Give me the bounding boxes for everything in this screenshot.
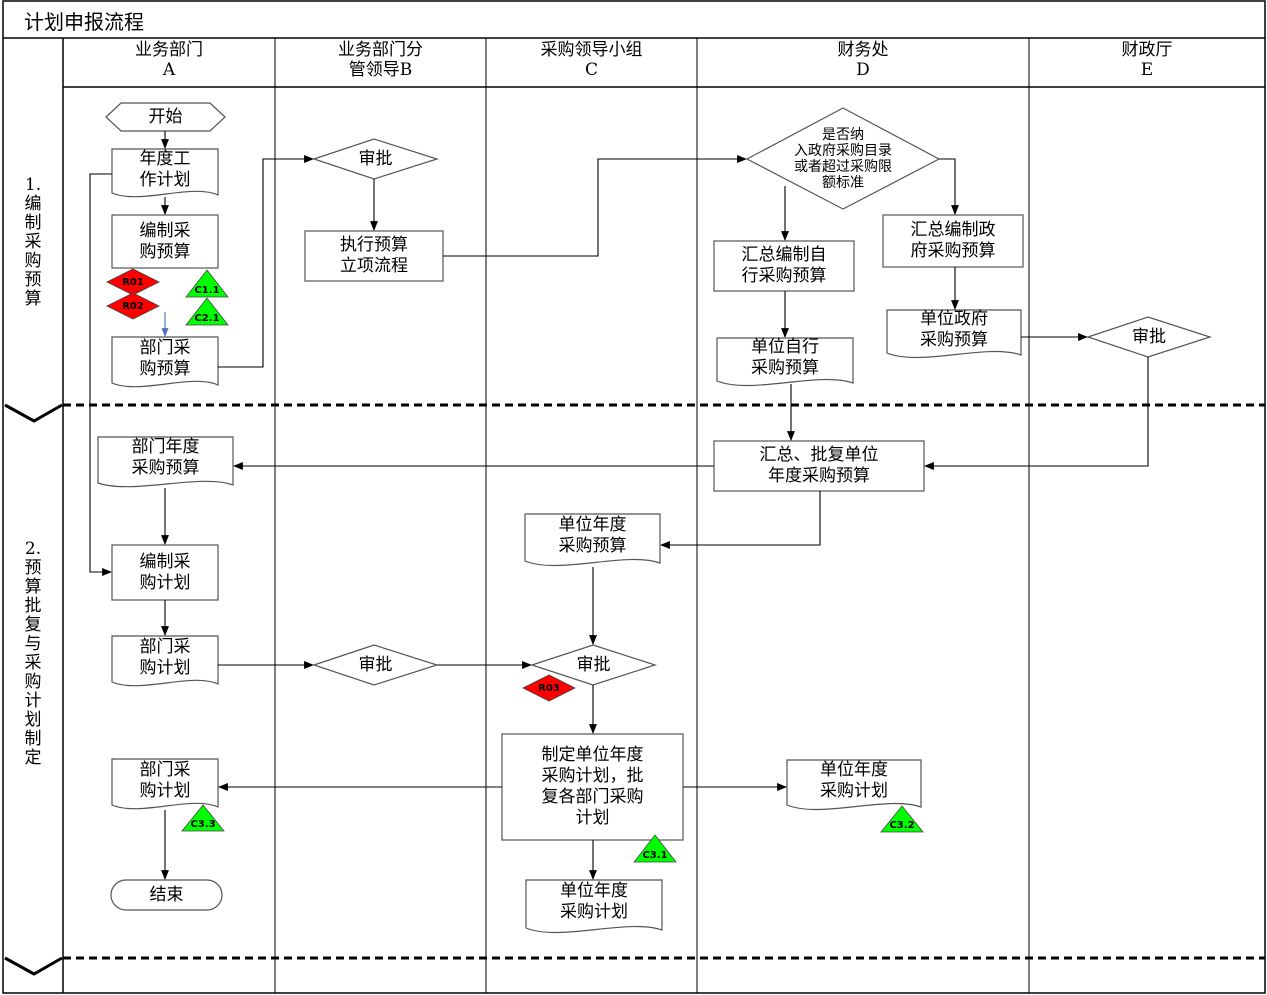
lane-a-code: A <box>162 60 176 80</box>
diamond-approve-b1 <box>312 138 439 180</box>
control-c33-triangle <box>181 804 225 832</box>
control-c31-triangle <box>633 834 677 863</box>
node-unit-annual-budget-c: 单位年度 采购预算 <box>558 515 627 556</box>
risk-r01-diamond <box>106 268 160 296</box>
start-hexagon <box>105 102 226 132</box>
lane-c-name: 采购领导小组 <box>540 40 643 60</box>
phase-label-2: 2. 预 算 批 复 与 采 购 计 划 制 定 <box>24 539 42 768</box>
risk-r03-diamond <box>522 674 576 702</box>
phase-separators <box>63 403 1265 960</box>
node-make-plan: 制定单位年度 采购计划，批 复各部门采购 计划 <box>541 745 644 828</box>
lane-header-c: 采购领导小组 C <box>486 40 697 80</box>
phase-chevrons <box>4 403 63 976</box>
phase-label-1: 1. 编 制 采 购 预 算 <box>24 175 42 309</box>
node-approve-c: 审批 <box>576 654 611 675</box>
node-decision: 是否纳 入政府采购目录 或者超过采购限 额标准 <box>794 127 892 191</box>
node-unit-self-budget: 单位自行 采购预算 <box>751 337 819 378</box>
lane-dividers <box>274 38 1030 993</box>
doc-dept-plan <box>111 635 219 687</box>
doc-unit-annual-budget-c <box>524 513 661 567</box>
control-c21-triangle <box>185 297 229 326</box>
node-compile-plan-a: 编制采 购计划 <box>139 551 191 593</box>
node-compile-budget-a: 编制采 购预算 <box>139 220 191 262</box>
risk-r03-label: R03 <box>538 682 560 694</box>
node-start: 开始 <box>148 106 183 127</box>
rect-summary-gov <box>882 214 1024 268</box>
rect-summary-self <box>713 240 855 292</box>
node-exec-budget: 执行预算 立项流程 <box>340 235 408 276</box>
control-c33-label: C3.3 <box>190 818 216 830</box>
lane-e-name: 财政厅 <box>1121 40 1173 60</box>
lane-a-name: 业务部门 <box>135 40 203 60</box>
control-c31-label: C3.1 <box>642 849 668 861</box>
rect-compile-budget-a <box>111 214 219 269</box>
doc-unit-gov-budget <box>886 309 1022 359</box>
node-unit-plan-d: 单位年度 采购计划 <box>820 760 888 801</box>
node-approve-e: 审批 <box>1132 326 1166 347</box>
node-unit-plan-c: 单位年度 采购计划 <box>560 881 628 922</box>
doc-unit-plan-c <box>525 879 663 934</box>
doc-annual-plan <box>111 148 219 198</box>
risk-markers <box>106 268 576 702</box>
connectors <box>89 131 1149 880</box>
node-summary-gov: 汇总编制政 府采购预算 <box>910 220 996 261</box>
node-dept-budget: 部门采 购预算 <box>139 338 191 379</box>
control-c32-label: C3.2 <box>889 819 915 831</box>
lane-e-code: E <box>1140 60 1154 80</box>
node-approve-b1: 审批 <box>358 148 393 169</box>
lane-d-code: D <box>856 60 870 80</box>
node-annual-plan: 年度工 作计划 <box>139 149 191 190</box>
lane-header-d: 财务处 D <box>697 40 1029 80</box>
rect-make-plan <box>501 733 684 841</box>
node-dept-annual-budget: 部门年度 采购预算 <box>131 437 200 478</box>
risk-r02-label: R02 <box>122 300 144 312</box>
control-markers <box>181 269 924 863</box>
control-c21-label: C2.1 <box>194 312 220 324</box>
doc-dept-plan-final <box>111 758 219 810</box>
lane-header-e: 财政厅 E <box>1029 40 1265 80</box>
lane-d-name: 财务处 <box>837 40 889 60</box>
rect-compile-plan-a <box>111 544 219 601</box>
rect-summary-approve <box>713 440 925 492</box>
risk-r02-diamond <box>106 292 160 320</box>
lane-c-code: C <box>584 60 598 80</box>
doc-dept-budget <box>111 336 219 388</box>
lane-header-a: 业务部门 A <box>63 40 275 80</box>
doc-unit-plan-d <box>786 759 922 811</box>
doc-dept-annual-budget <box>97 436 234 488</box>
node-unit-gov-budget: 单位政府 采购预算 <box>920 309 988 350</box>
doc-unit-self-budget <box>716 337 854 387</box>
control-c11-triangle <box>185 269 229 298</box>
node-end: 结束 <box>149 884 184 905</box>
page-title: 计划申报流程 <box>24 10 144 34</box>
node-dept-plan: 部门采 购计划 <box>139 636 191 678</box>
control-c11-label: C1.1 <box>194 284 220 296</box>
node-dept-plan-final: 部门采 购计划 <box>139 759 191 801</box>
control-c32-triangle <box>880 805 924 833</box>
node-summary-approve: 汇总、批复单位 年度采购预算 <box>759 445 879 486</box>
end-terminator <box>110 879 223 911</box>
node-approve-b2: 审批 <box>358 654 393 675</box>
risk-r01-label: R01 <box>122 276 144 288</box>
node-summary-self: 汇总编制自 行采购预算 <box>741 245 827 286</box>
shapes <box>97 102 1212 934</box>
diamond-approve-e <box>1086 316 1212 358</box>
diamond-approve-c <box>530 644 657 686</box>
lane-header-b: 业务部门分 管领导B <box>338 40 423 80</box>
